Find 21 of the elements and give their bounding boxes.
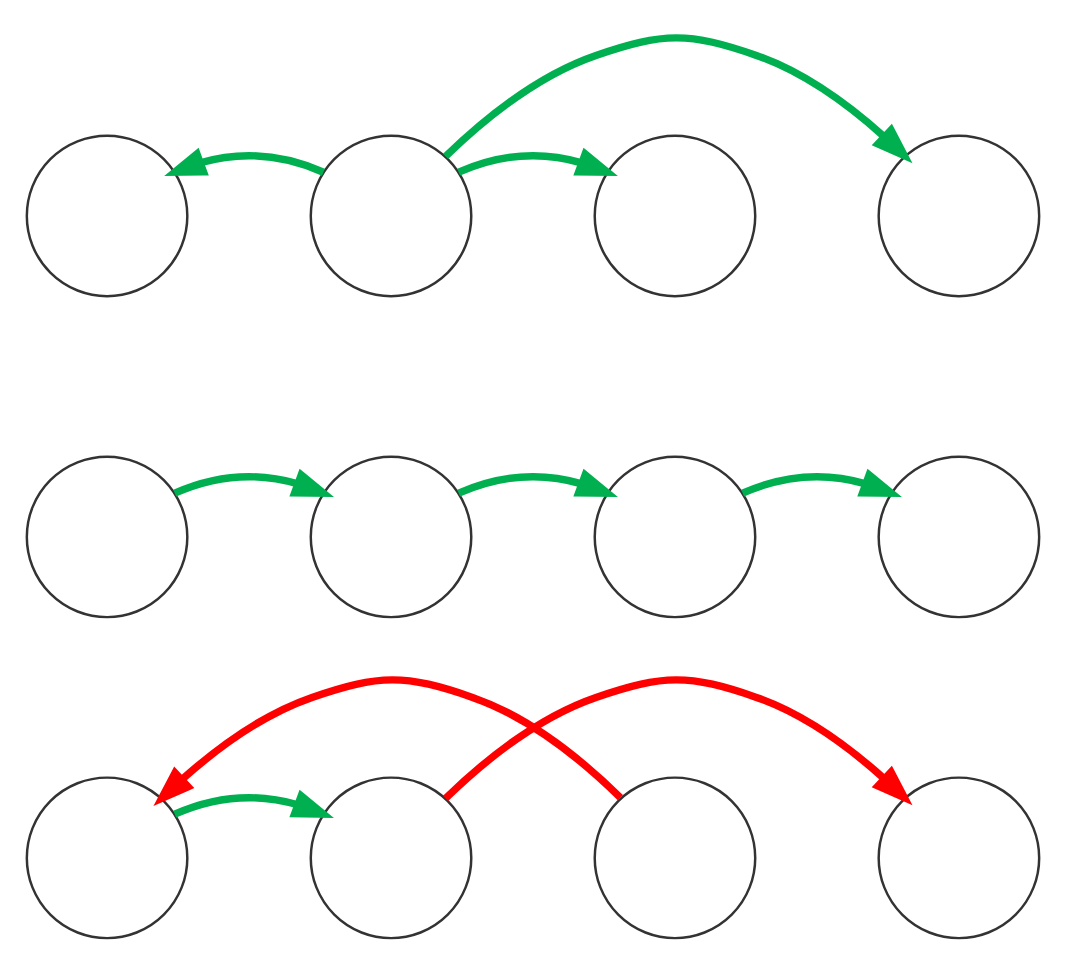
arrow [173, 468, 334, 498]
arrow [443, 34, 913, 164]
arrow [164, 147, 325, 177]
node-circle [309, 776, 473, 940]
node-circle [593, 776, 757, 940]
node-circle [877, 134, 1041, 298]
node-circle [877, 776, 1041, 940]
arrow [173, 789, 334, 819]
arrow [457, 147, 618, 177]
node-circle [309, 455, 473, 619]
arrow [741, 468, 902, 498]
arrow [153, 676, 623, 806]
node-circle [593, 455, 757, 619]
node-circle [309, 134, 473, 298]
node-circle [25, 455, 189, 619]
node-circle [25, 776, 189, 940]
node-circle [25, 134, 189, 298]
node-circle [877, 455, 1041, 619]
node-circle [593, 134, 757, 298]
arrow [443, 676, 913, 806]
arrow [457, 468, 618, 498]
